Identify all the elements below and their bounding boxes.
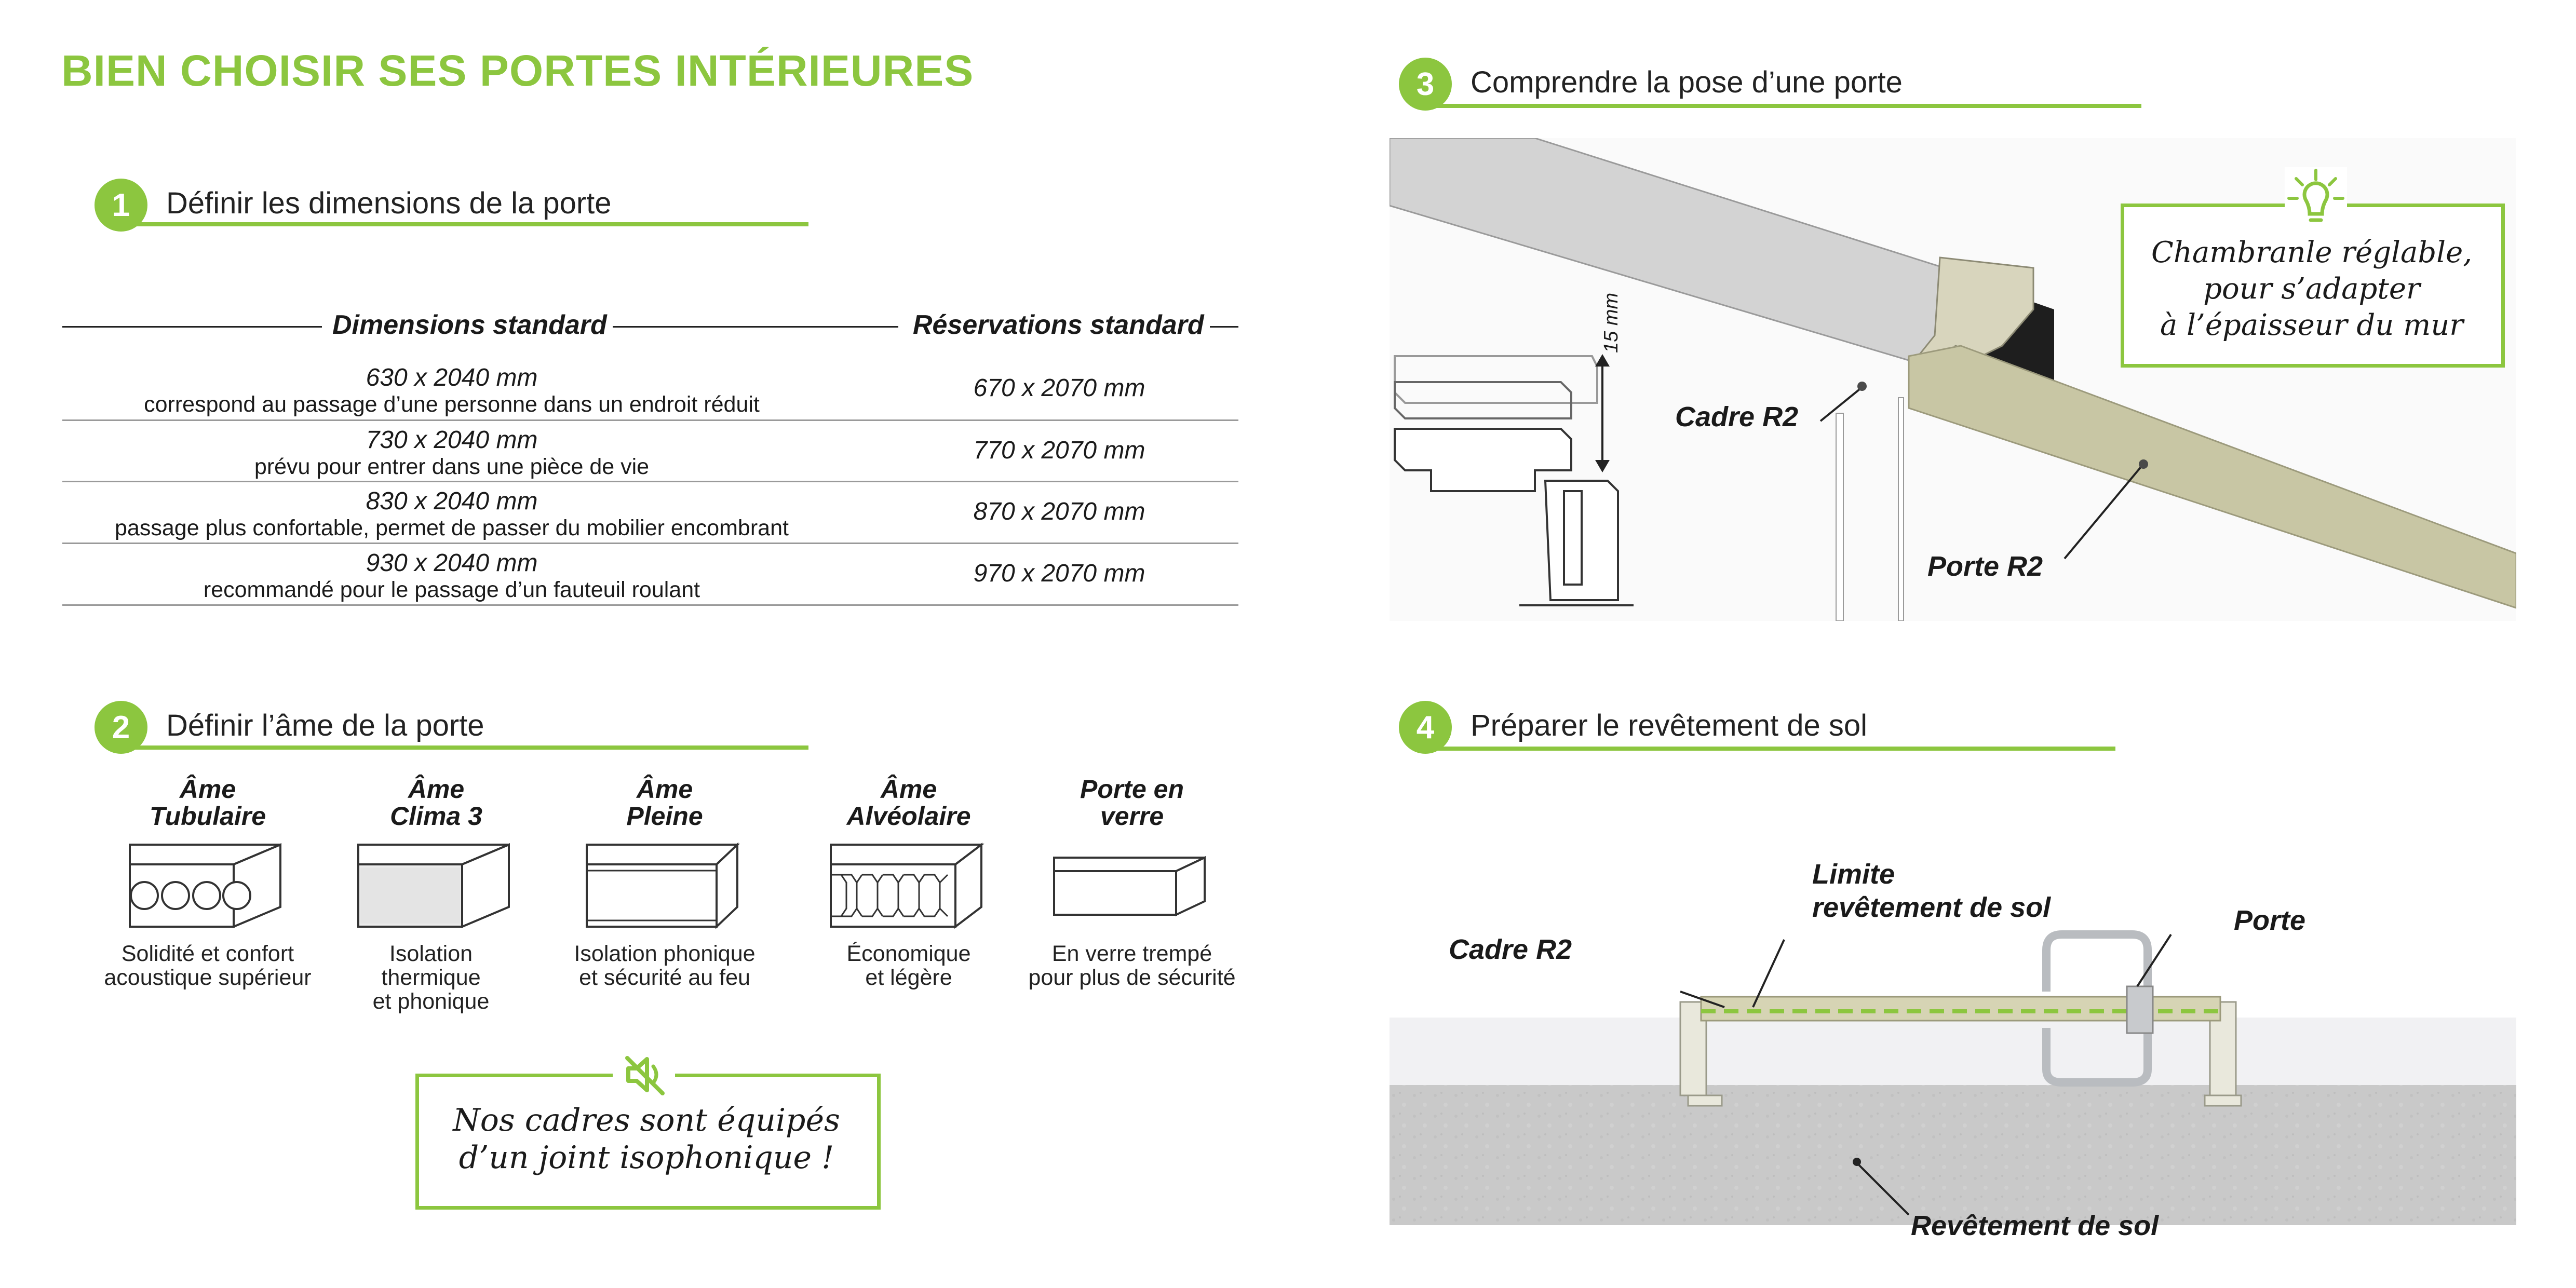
floor-covering-diagram	[1390, 930, 2516, 1225]
muted-speaker-icon	[613, 1049, 675, 1101]
header-dimensions: Dimensions standard	[332, 310, 607, 340]
section-4-rule	[1425, 747, 2115, 751]
floor-covering-label: Revêtement de sol	[1911, 1210, 2159, 1241]
row-description: recommandé pour le passage d’un fauteuil…	[203, 577, 700, 602]
frame-r2-label: Cadre R2	[1675, 401, 1799, 432]
row-reservation: 970 x 2070 mm	[973, 560, 1145, 587]
header-reservations: Réservations standard	[913, 310, 1204, 340]
row-reservation: 670 x 2070 mm	[973, 374, 1145, 402]
floor-door-label: Porte	[2234, 905, 2306, 936]
core-alveolaire-illustration	[830, 842, 984, 929]
row-divider	[62, 543, 1238, 544]
core-verre-illustration	[1053, 856, 1206, 917]
section-4-number: 4	[1399, 701, 1452, 754]
row-dimension: 630 x 2040 mm	[366, 364, 538, 391]
page-title: BIEN CHOISIR SES PORTES INTÉRIEURES	[61, 46, 974, 95]
section-3-rule	[1425, 104, 2141, 108]
header-line-left	[62, 326, 322, 328]
section-3-title: Comprendre la pose d’une porte	[1471, 65, 1903, 99]
table-row: 630 x 2040 mm correspond au passage d’un…	[62, 363, 841, 417]
header-line-middle	[613, 326, 898, 328]
floor-frame-r2-label: Cadre R2	[1449, 934, 1572, 965]
row-dimension: 730 x 2040 mm	[366, 426, 538, 454]
section-2-rule	[120, 745, 808, 750]
table-row: 930 x 2040 mm recommandé pour le passage…	[62, 549, 841, 603]
section-1-rule	[120, 222, 808, 226]
core-clima-illustration	[357, 843, 510, 929]
table-row: 730 x 2040 mm prévu pour entrer dans une…	[62, 426, 841, 480]
door-r2-label: Porte R2	[1927, 551, 2043, 582]
table-row: 830 x 2040 mm passage plus confortable, …	[62, 487, 841, 541]
section-2-number: 2	[95, 701, 147, 754]
row-reservation: 870 x 2070 mm	[973, 498, 1145, 525]
row-description: prévu pour entrer dans une pièce de vie	[254, 454, 650, 479]
lightbulb-icon	[2285, 167, 2347, 235]
section-4-title: Préparer le revêtement de sol	[1471, 709, 1868, 742]
section-2-title: Définir l’âme de la porte	[166, 709, 484, 742]
section-1-title: Définir les dimensions de la porte	[166, 186, 612, 220]
row-dimension: 930 x 2040 mm	[366, 549, 538, 577]
row-divider	[62, 419, 1238, 421]
row-reservation: 770 x 2070 mm	[973, 437, 1145, 464]
row-dimension: 830 x 2040 mm	[366, 487, 538, 515]
section-3-number: 3	[1399, 58, 1452, 111]
row-description: passage plus confortable, permet de pass…	[115, 516, 789, 540]
core-pleine-illustration	[586, 842, 740, 929]
header-line-right	[1210, 326, 1238, 328]
row-divider	[62, 481, 1238, 482]
row-divider	[62, 604, 1238, 606]
dimension-15mm-label: 15 mm	[1600, 292, 1622, 353]
row-description: correspond au passage d’une personne dan…	[144, 392, 760, 417]
core-tubulaire-illustration	[129, 843, 281, 929]
